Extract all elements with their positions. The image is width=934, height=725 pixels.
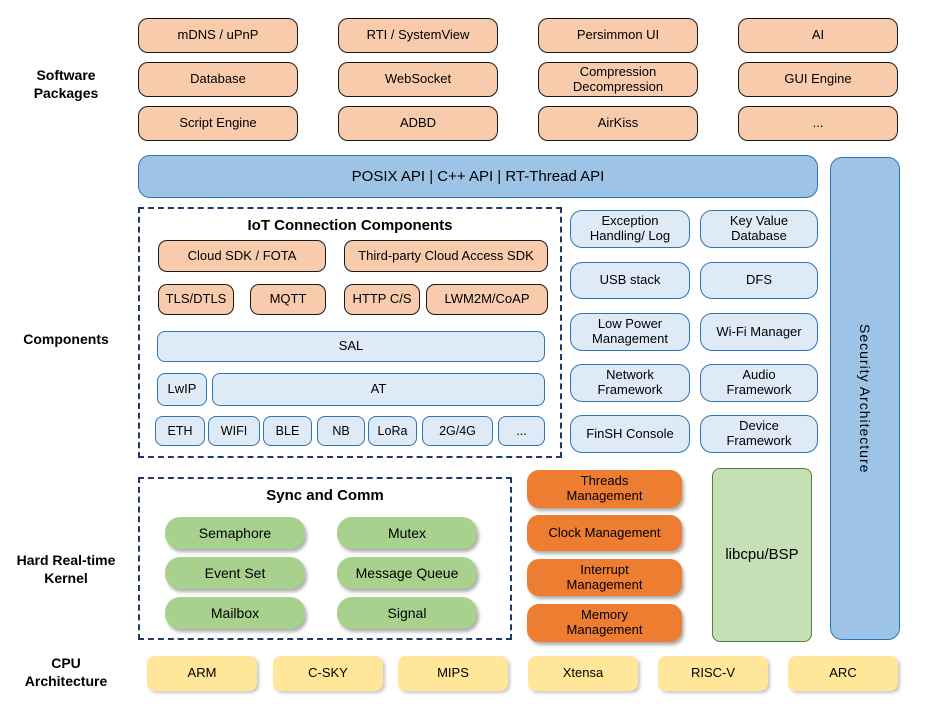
cpu-csky: C-SKY	[273, 656, 383, 691]
iot-lwip: LwIP	[157, 373, 207, 406]
iot-sal: SAL	[157, 331, 545, 362]
label-kernel: Hard Real-time Kernel	[16, 552, 116, 587]
iot-link-2g4g: 2G/4G	[422, 416, 493, 446]
svc-key-value-db: Key Value Database	[700, 210, 818, 248]
iot-components-group	[138, 207, 562, 458]
sync-event-set: Event Set	[165, 557, 305, 589]
svc-audio-framework: Audio Framework	[700, 364, 818, 402]
pkg-gui-engine: GUI Engine	[738, 62, 898, 97]
pkg-persimmon-ui: Persimmon UI	[538, 18, 698, 53]
svc-low-power: Low Power Management	[570, 313, 690, 351]
security-architecture-bar: Security Architecture	[830, 157, 900, 640]
label-cpu-architecture: CPU Architecture	[24, 655, 108, 690]
iot-tls-dtls: TLS/DTLS	[158, 284, 234, 315]
svc-usb-stack: USB stack	[570, 262, 690, 299]
sync-comm-group	[138, 477, 512, 640]
pkg-rti-systemview: RTI / SystemView	[338, 18, 498, 53]
svc-finsh-console: FinSH Console	[570, 415, 690, 453]
pkg-compression: Compression Decompression	[538, 62, 698, 97]
label-components: Components	[23, 331, 109, 347]
cpu-mips: MIPS	[398, 656, 508, 691]
iot-components-title: IoT Connection Components	[247, 217, 453, 234]
pkg-more: ...	[738, 106, 898, 141]
pkg-database: Database	[138, 62, 298, 97]
pkg-websocket: WebSocket	[338, 62, 498, 97]
cpu-arm: ARM	[147, 656, 257, 691]
pkg-script-engine: Script Engine	[138, 106, 298, 141]
mgmt-interrupt: Interrupt Management	[527, 559, 682, 596]
mgmt-threads: Threads Management	[527, 470, 682, 508]
svc-exception-log: Exception Handling/ Log	[570, 210, 690, 248]
sync-mutex: Mutex	[337, 517, 477, 549]
iot-at: AT	[212, 373, 545, 406]
sync-message-queue: Message Queue	[337, 557, 477, 589]
cpu-riscv: RISC-V	[658, 656, 768, 691]
svc-device-framework: Device Framework	[700, 415, 818, 453]
svc-wifi-manager: Wi-Fi Manager	[700, 313, 818, 351]
api-bar: POSIX API | C++ API | RT-Thread API	[138, 155, 818, 198]
mgmt-memory: Memory Management	[527, 604, 682, 642]
pkg-mdns-upnp: mDNS / uPnP	[138, 18, 298, 53]
cpu-arc: ARC	[788, 656, 898, 691]
svc-dfs: DFS	[700, 262, 818, 299]
svc-network-framework: Network Framework	[570, 364, 690, 402]
iot-thirdparty-cloud-sdk: Third-party Cloud Access SDK	[344, 240, 548, 272]
label-software-packages: Software Packages	[33, 67, 99, 102]
iot-http-cs: HTTP C/S	[344, 284, 420, 315]
pkg-airkiss: AirKiss	[538, 106, 698, 141]
sync-mailbox: Mailbox	[165, 597, 305, 629]
iot-link-nb: NB	[317, 416, 365, 446]
iot-lwm2m-coap: LWM2M/CoAP	[426, 284, 548, 315]
pkg-adbd: ADBD	[338, 106, 498, 141]
sync-comm-title: Sync and Comm	[266, 487, 384, 504]
libcpu-bsp: libcpu/BSP	[712, 468, 812, 642]
iot-link-eth: ETH	[155, 416, 205, 446]
pkg-ai: AI	[738, 18, 898, 53]
iot-cloud-sdk-fota: Cloud SDK / FOTA	[158, 240, 326, 272]
iot-link-lora: LoRa	[368, 416, 417, 446]
iot-link-wifi: WIFI	[208, 416, 260, 446]
iot-mqtt: MQTT	[250, 284, 326, 315]
cpu-xtensa: Xtensa	[528, 656, 638, 691]
sync-signal: Signal	[337, 597, 477, 629]
iot-link-more: ...	[498, 416, 545, 446]
sync-semaphore: Semaphore	[165, 517, 305, 549]
iot-link-ble: BLE	[263, 416, 312, 446]
mgmt-clock: Clock Management	[527, 515, 682, 551]
